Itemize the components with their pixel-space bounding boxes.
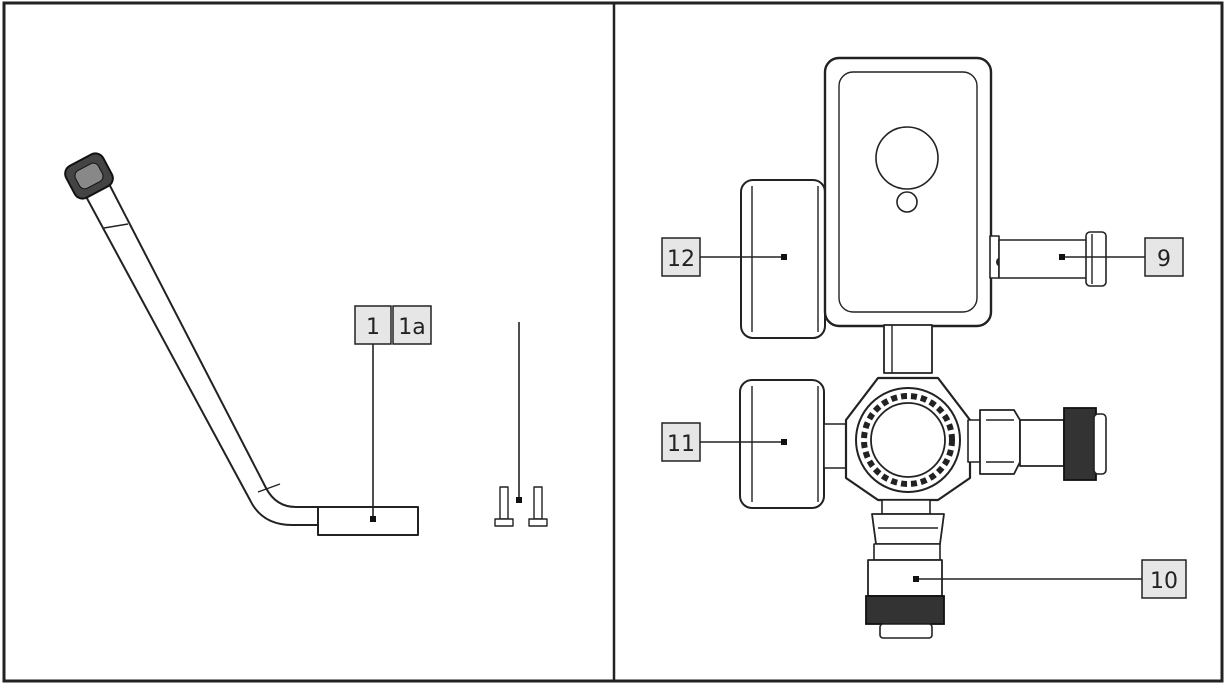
- leader-dot-11: [781, 439, 787, 445]
- callout-label-12: 12: [667, 247, 695, 272]
- handle-foot: [317, 506, 419, 536]
- leader-dot-9: [1059, 254, 1065, 260]
- callout-label-1a: 1a: [398, 315, 425, 340]
- regulator-housing: [823, 56, 993, 328]
- leader-dot-12: [781, 254, 787, 260]
- leader-dot-10: [913, 576, 919, 582]
- left-panel: 1 1a: [64, 152, 548, 536]
- handle-part: [64, 152, 419, 536]
- leader-dot-1: [370, 516, 376, 522]
- callout-label-1: 1: [366, 315, 380, 340]
- callout-label-10: 10: [1150, 569, 1178, 594]
- callout-box-1a: [392, 305, 432, 345]
- screws: [494, 486, 548, 527]
- connector-neck: [883, 324, 933, 374]
- side-outlet: [989, 231, 1107, 287]
- leader-dot-screws: [516, 497, 522, 503]
- right-coupler: [967, 407, 1107, 481]
- gauge-lower: [739, 379, 849, 509]
- callout-box-10: [1141, 559, 1187, 599]
- screw-left: [494, 486, 514, 527]
- callout-box-11: [661, 422, 701, 462]
- screw-right: [528, 486, 548, 527]
- callout-label-9: 9: [1157, 247, 1171, 272]
- callout-label-11: 11: [667, 432, 695, 457]
- callout-box-1: [354, 305, 392, 345]
- bottom-coupler: [865, 499, 945, 639]
- central-fitting: [844, 376, 972, 502]
- right-panel: 12 11 9 10: [661, 56, 1187, 639]
- callout-box-12: [661, 237, 701, 277]
